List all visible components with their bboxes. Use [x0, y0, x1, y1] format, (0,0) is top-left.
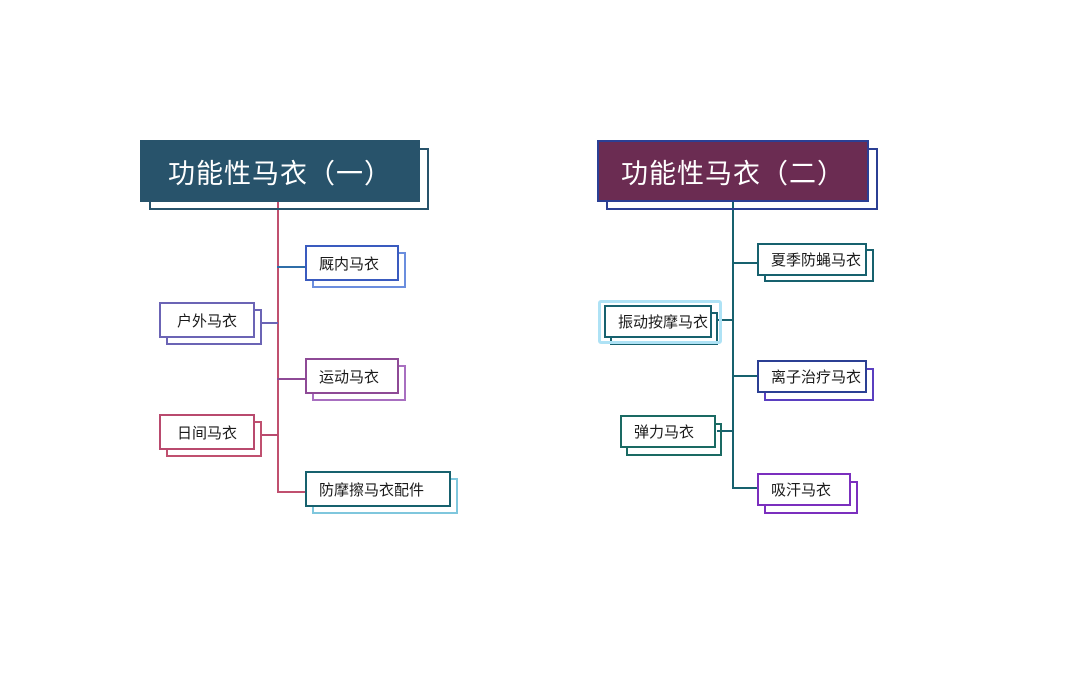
node-outdoor[interactable]: 户外马衣	[159, 302, 255, 338]
node-ion[interactable]: 离子治疗马衣	[757, 360, 867, 393]
node-elastic-label: 弹力马衣	[634, 424, 695, 441]
node-vibration[interactable]: 振动按摩马衣	[604, 305, 712, 338]
node-vibration-label: 振动按摩马衣	[618, 314, 709, 331]
node-antirub-label: 防摩擦马衣配件	[319, 481, 425, 499]
node-day-label: 日间马衣	[176, 424, 237, 442]
node-sport[interactable]: 运动马衣	[305, 358, 399, 394]
connector-sweat	[732, 487, 757, 489]
connector-indoor	[277, 266, 305, 268]
node-indoor-label: 厩内马衣	[319, 255, 380, 273]
node-sweat[interactable]: 吸汗马衣	[757, 473, 851, 506]
connector-sport	[277, 378, 305, 380]
connector-antirub	[277, 491, 305, 493]
connector-ion	[732, 375, 757, 377]
title-two[interactable]: 功能性马衣（二）	[597, 140, 869, 202]
title-one[interactable]: 功能性马衣（一）	[140, 140, 420, 202]
connector-outdoor	[262, 322, 278, 324]
node-ion-label: 离子治疗马衣	[771, 369, 862, 386]
connector-vibration	[717, 319, 733, 321]
node-summer-fly[interactable]: 夏季防蝇马衣	[757, 243, 867, 276]
title-two-label: 功能性马衣（二）	[621, 158, 845, 189]
title-one-label: 功能性马衣（一）	[168, 158, 392, 189]
node-summer-fly-label: 夏季防蝇马衣	[771, 252, 862, 269]
node-elastic[interactable]: 弹力马衣	[620, 415, 716, 448]
node-sport-label: 运动马衣	[319, 368, 380, 386]
trunk-one-vertical	[277, 202, 279, 493]
node-day[interactable]: 日间马衣	[159, 414, 255, 450]
node-antirub[interactable]: 防摩擦马衣配件	[305, 471, 451, 507]
trunk-two-vertical	[732, 202, 734, 489]
node-outdoor-label: 户外马衣	[176, 312, 237, 330]
connector-elastic	[717, 430, 733, 432]
connector-day	[262, 434, 278, 436]
connector-summer-fly	[732, 262, 757, 264]
node-indoor[interactable]: 厩内马衣	[305, 245, 399, 281]
node-sweat-label: 吸汗马衣	[771, 482, 832, 499]
node-vibration-selection-glow	[598, 300, 722, 344]
